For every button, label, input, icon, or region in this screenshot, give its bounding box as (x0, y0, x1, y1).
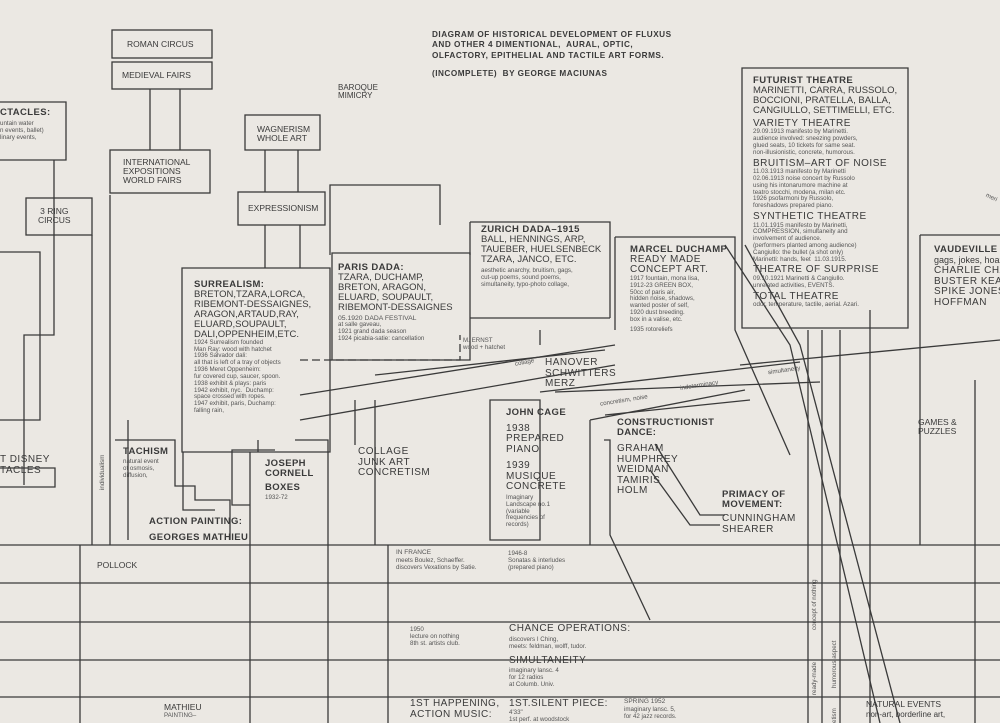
cage-1938: 1938 PREPARED PIANO (506, 422, 565, 455)
node-tachism: TACHISM (123, 446, 169, 457)
movement-names: CUNNINGHAM SHEARER (722, 513, 796, 535)
section-notes: 11.03.1913 manifesto by Marinetti 02.06.… (753, 168, 855, 210)
label-humorous-aspect: humorous aspect (831, 640, 838, 688)
node-wagnerism: WAGNERISM WHOLE ART (257, 124, 311, 143)
duchamp-head: MARCEL DUCHAMP (630, 244, 728, 255)
paris-dada-festival: 05.1920 DADA FESTIVAL (338, 314, 417, 322)
section-title: BRUITISM–ART OF NOISE (753, 157, 888, 169)
node-paris-dada: PARIS DADA: TZARA, DUCHAMP, BRETON, ARAG… (338, 263, 453, 342)
node-expositions: INTERNATIONAL EXPOSITIONS WORLD FAIRS (123, 157, 191, 185)
mathieu-sub: PAINTING– (164, 712, 197, 719)
title-line: OLFACTORY, EPITHELIAL AND TACTILE ART FO… (432, 50, 665, 60)
node-chance: CHANCE OPERATIONS: (509, 623, 631, 634)
futurist-names: MARINETTI, CARRA, RUSSOLO, BOCCIONI, PRA… (753, 84, 898, 116)
node-dance: CONSTRUCTIONIST DANCE: (617, 417, 715, 438)
section-title: SYNTHETIC THEATRE (753, 211, 867, 222)
duchamp-notes: 1917 fountain, mona lisa, 1912-23 GREEN … (630, 274, 700, 323)
label-individualism: individualism (99, 454, 106, 490)
title-line: DIAGRAM OF HISTORICAL DEVELOPMENT OF FLU… (432, 30, 672, 39)
surrealism-notes: 1924 Surrealism founded Man Ray: wood wi… (194, 338, 281, 414)
node-natural-events: NATURAL EVENTS (866, 699, 942, 709)
spring-notes: imaginary lansc. 5, for 42 jazz records. (624, 706, 677, 720)
node-mathieu: MATHIEU (164, 702, 202, 712)
node-pollock: POLLOCK (97, 560, 138, 570)
node-spectacles-notes: untain water n events, ballet) linary ev… (0, 120, 44, 141)
node-sonatas: 1946-8 Sonatas & interludes (prepared pi… (508, 550, 566, 571)
futurist-head: FUTURIST THEATRE (753, 75, 854, 86)
cornell-years: 1932-72 (265, 494, 288, 501)
node-john-cage: JOHN CAGE 1938 PREPARED PIANO 1939 MUSIQ… (506, 408, 566, 529)
section-notes: 09.10.1921 Marinetti & Cangiullo. unrela… (753, 274, 845, 289)
simultaneity-notes: imaginary lansc. 4 for 12 radios at Colu… (509, 667, 559, 688)
diagram-title: DIAGRAM OF HISTORICAL DEVELOPMENT OF FLU… (432, 30, 672, 79)
node-cornell: JOSEPH CORNELL (265, 458, 314, 479)
paris-dada-head: PARIS DADA: (338, 262, 404, 273)
title-author: (INCOMPLETE) BY GEORGE MACIUNAS (432, 68, 608, 78)
cage-notes: Imaginary Landscape no.1 (variable frequ… (506, 493, 551, 529)
paris-dada-names: TZARA, DUCHAMP, BRETON, ARAGON, ELUARD, … (338, 271, 453, 313)
section-notes: 11.01.1915 manifesto by Marinetti, COMPR… (753, 221, 857, 263)
node-spring-1952: SPRING 1952 (624, 698, 666, 705)
paris-dada-notes: at salle gaveau, 1921 grand dada season … (338, 320, 425, 342)
zurich-head: ZURICH DADA–1915 (481, 224, 580, 235)
node-surrealism: SURREALISM: BRETON,TZARA,LORCA, RIBEMONT… (194, 280, 311, 415)
in-france-notes: meets Boulez, Schaeffer. discovers Vexat… (396, 557, 477, 571)
node-expressionism: EXPRESSIONISM (248, 203, 319, 213)
silent-notes: 4'33" 1st perf. at woodstock (509, 709, 570, 723)
vaudeville-names: CHARLIE CHA BUSTER KEAT SPIKE JONES HOFF… (934, 265, 1000, 308)
node-vaudeville: VAUDEVILLE gags, jokes, hoax CHARLIE CHA… (934, 245, 1000, 308)
surrealism-head: SURREALISM: (194, 279, 265, 290)
chance-notes: discovers I Ching, meets: feldman, wolff… (509, 636, 587, 650)
node-lecture: 1950 lecture on nothing 8th st. artists … (410, 626, 460, 647)
node-spectacles: CTACLES: (0, 107, 51, 118)
node-zurich-dada: ZURICH DADA–1915 BALL, HENNINGS, ARP, TA… (481, 225, 601, 288)
node-medieval-fairs: MEDIEVAL FAIRS (122, 70, 191, 80)
tachism-notes: natural event of osmosis, diffusion, (123, 458, 159, 479)
vaudeville-sub: gags, jokes, hoax (934, 254, 1000, 265)
zurich-notes: aesthetic anarchy, bruitism, gags, cut-u… (481, 266, 573, 288)
section-title: THEATRE OF SURPRISE (753, 264, 879, 276)
dance-names: GRAHAM HUMPHREY WEIDMAN TAMIRIS HOLM (617, 443, 679, 496)
cage-head: JOHN CAGE (506, 407, 567, 418)
label-etism: etism (831, 708, 838, 723)
zurich-names: BALL, HENNINGS, ARP, TAUEBER, HUELSENBEC… (481, 233, 602, 265)
action-painting-sub: GEORGES MATHIEU (149, 532, 249, 543)
label-concept-of-nothing: concept of nothing (811, 579, 818, 630)
label-ready-made: ready-made (811, 661, 818, 695)
node-movement: PRIMACY OF MOVEMENT: (722, 489, 786, 510)
node-in-france: IN FRANCE (396, 549, 432, 556)
section-title: TOTAL THEATRE (753, 290, 839, 302)
duchamp-note: 1935 rotoreliefs (630, 325, 673, 333)
section-title: VARIETY THEATRE (753, 117, 851, 129)
node-games: GAMES & PUZZLES (918, 417, 957, 436)
node-disney: T DISNEY TACLES (0, 454, 50, 476)
node-silent-piece: 1ST.SILENT PIECE: (509, 698, 608, 709)
node-collage: COLLAGE JUNK ART CONCRETISM (358, 446, 431, 478)
node-happening: 1ST HAPPENING, ACTION MUSIC: (410, 698, 500, 720)
cornell-sub: BOXES (265, 482, 301, 493)
node-ernst: M. ERNST wood + hatchet (463, 337, 506, 351)
node-3-ring-circus: 3 RING CIRCUS (38, 206, 71, 225)
vaudeville-head: VAUDEVILLE (934, 244, 998, 255)
duchamp-sub: READY MADE CONCEPT ART. (630, 253, 709, 276)
node-futurist-theatre: FUTURIST THEATRE MARINETTI, CARRA, RUSSO… (753, 76, 897, 309)
node-hanover: HANOVER SCHWITTERS MERZ (545, 357, 617, 389)
natural-sub: non-art, borderline art, (866, 710, 946, 719)
cage-1939: 1939 MUSIQUE CONCRETE (506, 460, 567, 493)
node-duchamp: MARCEL DUCHAMP READY MADE CONCEPT ART. 1… (630, 245, 727, 333)
surrealism-names: BRETON,TZARA,LORCA, RIBEMONT-DESSAIGNES,… (194, 288, 312, 340)
node-action-painting: ACTION PAINTING: (149, 516, 243, 527)
node-roman-circus: ROMAN CIRCUS (127, 39, 194, 49)
node-simultaneity: SIMULTANEITY (509, 655, 587, 666)
node-baroque: BAROQUE MIMICRY (338, 83, 379, 101)
section-notes: odor, temperature, tactile, aerial. Azar… (753, 301, 859, 308)
title-line: AND OTHER 4 DIMENTIONAL, AURAL, OPTIC, (432, 40, 634, 50)
section-notes: 29.09.1913 manifesto by Marinetti. audie… (753, 128, 858, 156)
